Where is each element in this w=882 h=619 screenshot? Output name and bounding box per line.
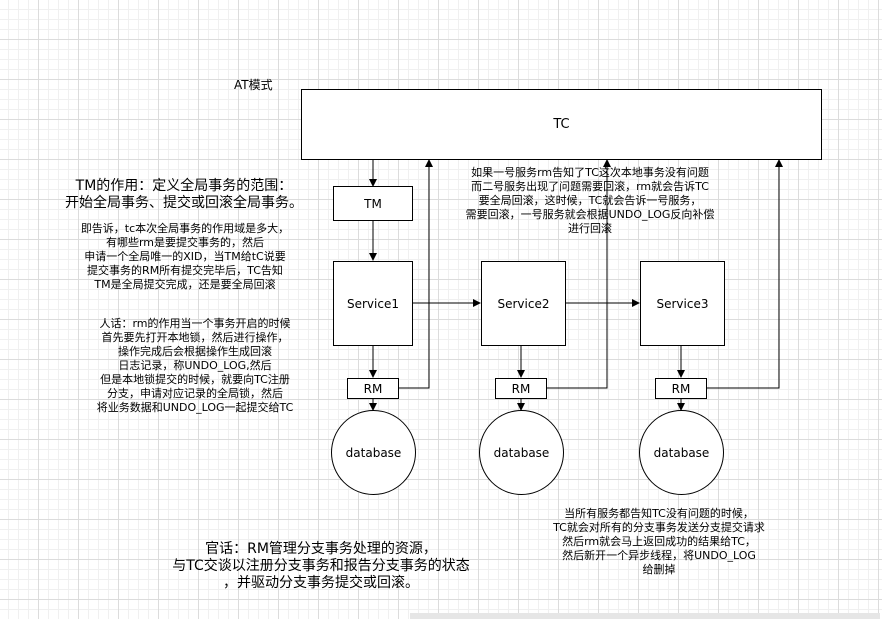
database3-node[interactable]: database	[639, 410, 724, 495]
service3-node[interactable]: Service3	[640, 261, 725, 346]
service1-node[interactable]: Service1	[333, 261, 413, 346]
tm-node[interactable]: TM	[333, 186, 413, 221]
tc-label: TC	[553, 117, 570, 132]
rm2-node[interactable]: RM	[495, 378, 547, 399]
tm-role-note: TM的作用：定义全局事务的范围： 开始全局事务、提交或回滚全局事务。	[65, 178, 303, 211]
rm1-node[interactable]: RM	[347, 378, 399, 399]
rm-official-note: 官话：RM管理分支事务处理的资源， 与TC交谈以注册分支事务和报告分支事务的状态…	[172, 541, 470, 591]
database1-label: database	[345, 445, 402, 460]
database2-label: database	[493, 445, 550, 460]
tm-detail-note: 即告诉，tc本次全局事务的作用域是多大， 有哪些rm是要提交事务的，然后 申请一…	[80, 222, 290, 291]
commit-note: 当所有服务都告知TC没有问题的时候， TC就会对所有的分支事务发送分支提交请求 …	[553, 507, 765, 576]
database3-label: database	[653, 445, 710, 460]
service2-node[interactable]: Service2	[481, 261, 566, 346]
database1-node[interactable]: database	[331, 410, 416, 495]
database2-node[interactable]: database	[479, 410, 564, 495]
horizontal-scrollbar[interactable]	[410, 613, 880, 619]
tc-node[interactable]: TC	[301, 89, 822, 160]
rm3-node[interactable]: RM	[655, 378, 707, 399]
rm2-label: RM	[511, 381, 531, 396]
service3-label: Service3	[656, 296, 709, 311]
edge-rm1-tc	[392, 159, 433, 392]
tm-label: TM	[364, 196, 382, 211]
edge-rm2-tc	[540, 159, 611, 392]
edge-rm3-tc	[700, 159, 783, 392]
rm3-label: RM	[671, 381, 691, 396]
rm1-label: RM	[363, 381, 383, 396]
service2-label: Service2	[497, 296, 550, 311]
rollback-note: 如果一号服务rm告知了TC这次本地事务没有问题 而二号服务出现了问题需要回滚，r…	[465, 166, 715, 235]
mode-label: AT模式	[234, 78, 273, 92]
service1-label: Service1	[347, 296, 399, 311]
rm-plain-note: 人话：rm的作用当一个事务开启的时候 首先要先打开本地锁，然后进行操作， 操作完…	[96, 317, 294, 414]
